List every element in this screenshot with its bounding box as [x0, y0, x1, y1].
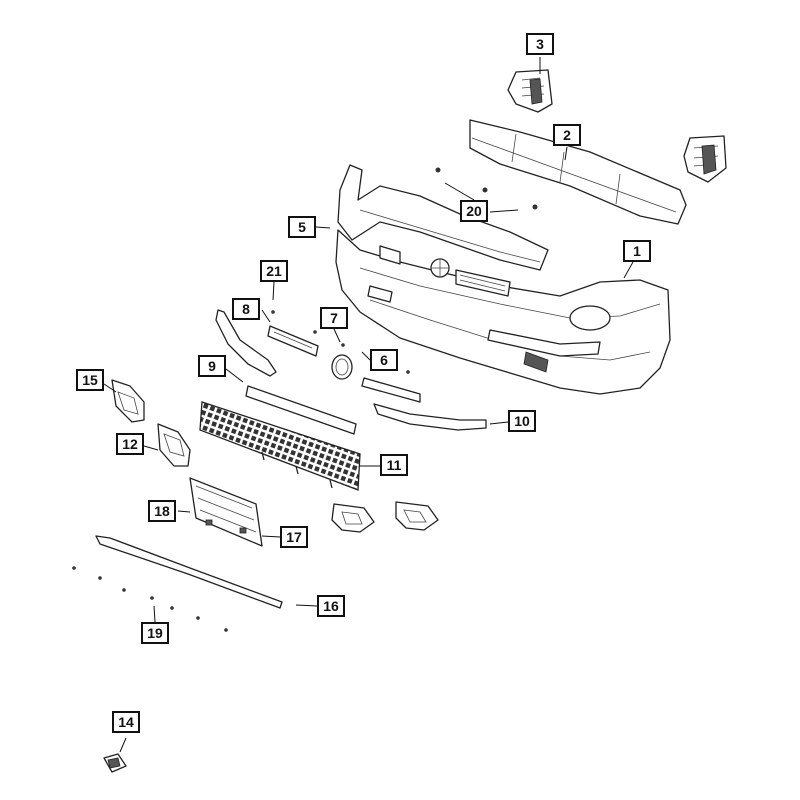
fog-lamp-left — [331, 503, 375, 533]
callout-11: 11 — [380, 454, 408, 476]
callout-12: 12 — [116, 433, 144, 455]
upper-fascia — [337, 164, 549, 271]
bracket-upper-left — [507, 69, 553, 113]
callout-18: 18 — [148, 500, 176, 522]
callout-5: 5 — [288, 216, 316, 238]
right-trim-piece — [373, 403, 487, 431]
callout-15: 15 — [76, 369, 104, 391]
right-molding-strip — [361, 370, 421, 403]
callout-8: 8 — [232, 298, 260, 320]
callout-7: 7 — [320, 307, 348, 329]
callout-10: 10 — [508, 410, 536, 432]
license-plate-bracket — [189, 477, 263, 547]
fog-lamp-right — [395, 501, 439, 531]
callout-16: 16 — [317, 595, 345, 617]
callout-1: 1 — [623, 240, 651, 262]
valance-clips — [72, 566, 228, 632]
push-clips — [435, 167, 538, 210]
emblem-ring — [313, 330, 353, 380]
leader-lines — [103, 57, 634, 753]
callout-2: 2 — [553, 124, 581, 146]
left-fog-bezel — [111, 379, 145, 423]
retainer-clip — [103, 753, 127, 773]
lower-chrome-strip — [245, 385, 357, 435]
callout-9: 9 — [198, 355, 226, 377]
bracket-upper-right — [683, 135, 727, 183]
callout-17: 17 — [280, 526, 308, 548]
lower-valance-strip — [95, 535, 283, 609]
bumper-cover — [335, 229, 671, 395]
callout-19: 19 — [141, 622, 169, 644]
left-trim-piece — [215, 309, 277, 377]
callout-3: 3 — [526, 33, 554, 55]
callout-6: 6 — [370, 349, 398, 371]
callout-20: 20 — [460, 200, 488, 222]
callout-14: 14 — [112, 711, 140, 733]
left-fog-bracket — [157, 423, 191, 467]
lower-grille — [199, 401, 361, 491]
callout-21: 21 — [260, 260, 288, 282]
left-molding-strip — [267, 310, 319, 357]
